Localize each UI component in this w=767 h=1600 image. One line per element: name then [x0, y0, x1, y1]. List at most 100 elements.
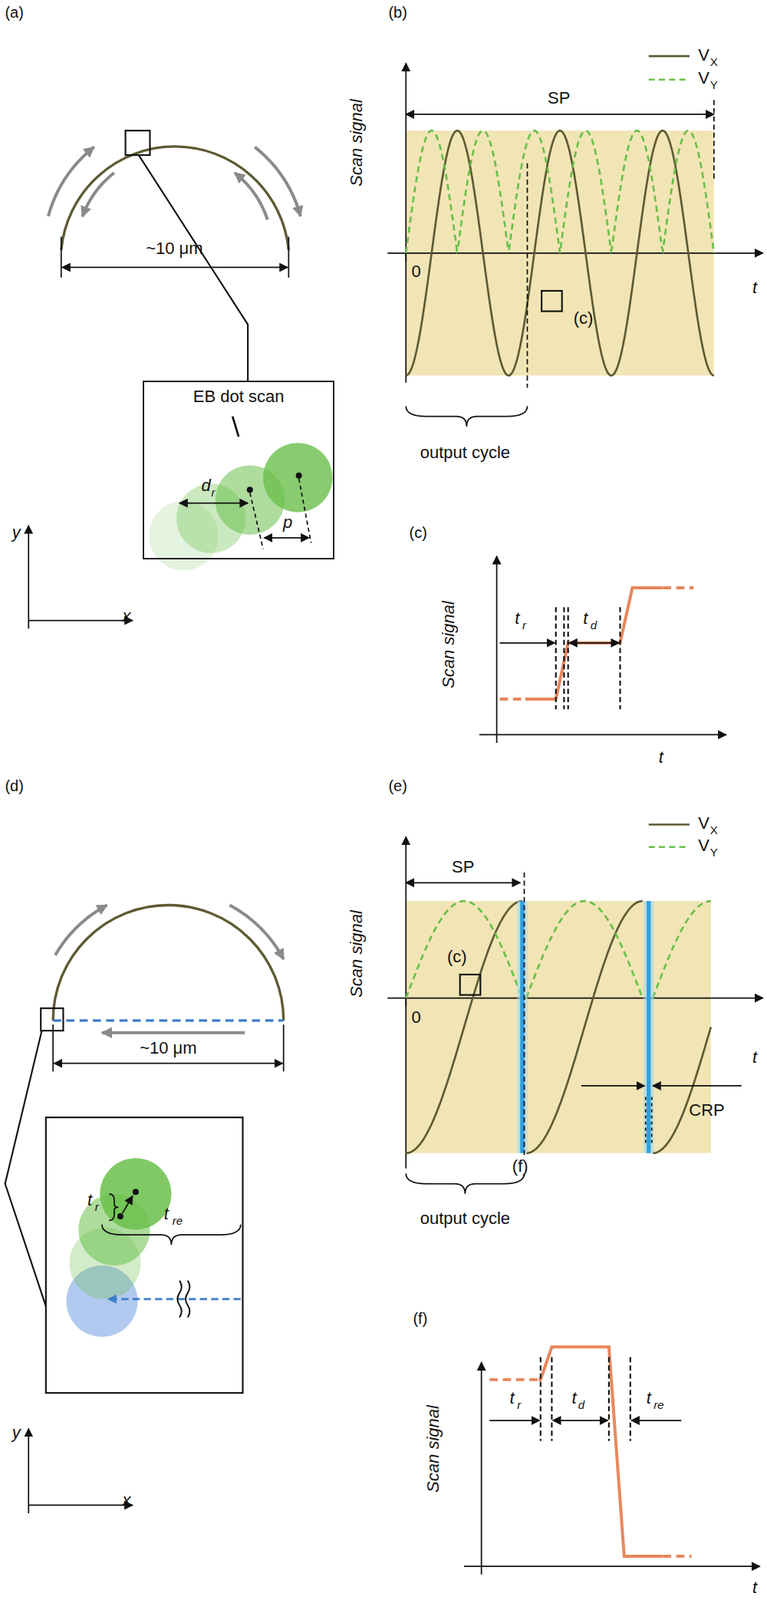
time-brace	[108, 1193, 119, 1221]
axis-label: Scan signal	[348, 909, 366, 998]
vx-waveform	[405, 900, 523, 1153]
direction-arrow	[234, 172, 268, 220]
axis-label: y	[12, 1423, 21, 1441]
pitch-guide	[299, 478, 312, 544]
beam-center	[246, 486, 254, 493]
zoom-leader	[5, 1030, 47, 1306]
symbol: t	[164, 1204, 169, 1222]
legend-line	[648, 55, 690, 58]
legend-label: V	[697, 836, 710, 854]
return-arrow	[102, 1030, 245, 1034]
dimension-tick	[52, 1023, 54, 1071]
axis-line	[464, 1564, 761, 1567]
dimension-line	[62, 266, 288, 269]
beam-center	[117, 1212, 124, 1219]
signal-trace	[662, 585, 694, 590]
legend-line	[648, 822, 690, 826]
diameter-arrow	[179, 502, 248, 504]
zoom-square	[541, 290, 563, 312]
direction-arrow	[55, 904, 107, 955]
flyback-band	[646, 900, 651, 1153]
time-brace	[102, 1224, 241, 1245]
axis-line	[27, 525, 30, 629]
axis-line	[479, 734, 727, 736]
axis-line	[480, 1361, 483, 1574]
callout-label: (c)	[447, 948, 468, 965]
subscript: re	[653, 1397, 664, 1409]
subscript: r	[516, 1397, 521, 1409]
axis-line	[404, 997, 407, 1169]
beam-center	[132, 1188, 139, 1195]
legend-label: V	[697, 814, 710, 832]
beam-dot	[263, 442, 333, 512]
subscript: X	[710, 823, 718, 836]
cycle-marker	[526, 163, 529, 389]
axis-label: Scan signal	[348, 98, 366, 187]
axis-label: x	[121, 607, 131, 625]
panel-label: (a)	[4, 4, 24, 20]
direction-arrow	[82, 172, 114, 217]
panel-label: (f)	[412, 1310, 428, 1326]
period-label: SP	[547, 89, 570, 107]
time-marker	[550, 1356, 553, 1441]
dimension-tick	[287, 237, 290, 278]
period-arrow	[405, 881, 521, 883]
subscript: r	[522, 618, 527, 630]
axis-label: t	[752, 1578, 758, 1596]
period-arrow	[405, 113, 715, 116]
return-path	[108, 1296, 241, 1300]
flyback-glow	[643, 900, 654, 1153]
dimension-label: ~10 μm	[145, 240, 203, 257]
time-arrow	[569, 641, 619, 644]
axis-label: t	[658, 748, 664, 766]
break-mark	[177, 1280, 182, 1317]
inset-title: EB dot scan	[144, 381, 333, 407]
origin-label: 0	[411, 1008, 421, 1026]
dimension-line	[53, 1062, 283, 1064]
panel-label: (d)	[4, 777, 24, 794]
time-arrow	[500, 641, 556, 644]
time-marker	[608, 1356, 610, 1441]
subscript: X	[710, 55, 718, 67]
cycle-label: output cycle	[420, 1209, 511, 1227]
crp-arrow	[652, 1084, 742, 1087]
axis-label: t	[752, 279, 758, 297]
subscript: re	[172, 1214, 183, 1226]
legend-label: V	[697, 69, 710, 87]
vx-waveform	[652, 1026, 712, 1153]
time-arrow	[631, 1418, 682, 1421]
symbol: t	[646, 1389, 652, 1406]
signal-trace	[538, 1346, 663, 1556]
break-mark	[185, 1280, 190, 1317]
time-arrow	[489, 1418, 540, 1421]
cycle-brace	[405, 405, 527, 427]
crp-marker	[651, 1096, 653, 1143]
subscript: r	[210, 485, 215, 498]
period-label: CRP	[688, 1101, 725, 1119]
legend-line	[648, 78, 690, 81]
step-arrow	[122, 1195, 133, 1214]
axis-label: Scan signal	[440, 601, 458, 689]
cycle-label: output cycle	[420, 444, 511, 461]
time-arrow	[553, 1418, 609, 1421]
callout-label: (c)	[573, 309, 594, 327]
subscript: d	[578, 1397, 585, 1409]
dimension-label: ~10 μm	[139, 1039, 197, 1057]
time-marker	[555, 606, 557, 709]
scan-arc	[61, 146, 290, 251]
beam-dot	[99, 1157, 172, 1229]
period-marker	[713, 99, 715, 178]
symbol: p	[283, 513, 293, 531]
vy-waveform	[526, 900, 643, 998]
panel-label: (b)	[388, 4, 407, 20]
period-label: SP	[451, 858, 475, 876]
origin-label: 0	[411, 263, 421, 280]
time-marker	[539, 1356, 542, 1441]
axis-label: Scan signal	[424, 1404, 442, 1492]
cycle-brace	[405, 1172, 524, 1194]
axis-line	[28, 619, 133, 622]
axis-line	[496, 556, 498, 743]
time-marker	[629, 1356, 632, 1441]
subscript: r	[95, 1199, 99, 1212]
symbol: t	[582, 609, 588, 627]
